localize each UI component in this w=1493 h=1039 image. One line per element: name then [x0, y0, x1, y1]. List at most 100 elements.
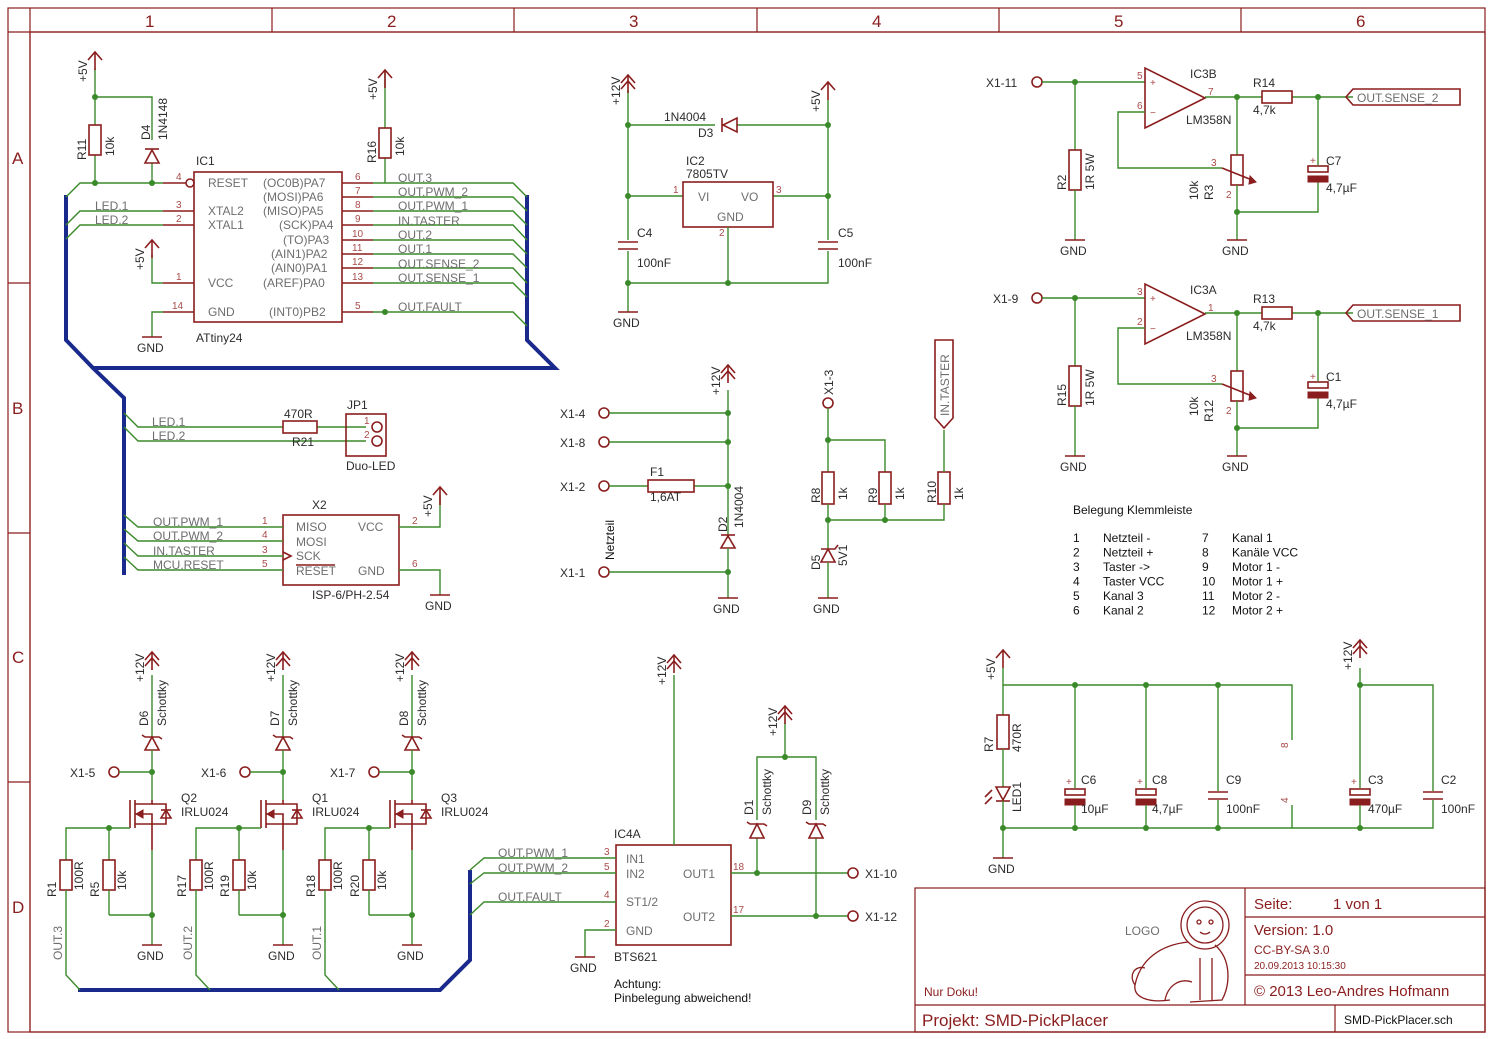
f1-name: F1	[650, 465, 664, 479]
r21-name: R21	[292, 435, 314, 449]
ic1-value: ATtiny24	[196, 331, 243, 345]
terminal-x1-10: X1-10	[865, 867, 897, 881]
ic1-net-wires: OUT.3 OUT.PWM_2 OUT.PWM_1 IN.TASTER OUT.…	[65, 171, 528, 337]
svg-text:7: 7	[355, 186, 361, 197]
svg-text:+: +	[1137, 777, 1143, 788]
terminal-table-cell: 11	[1202, 589, 1215, 603]
supply-5v-icon: +5V	[133, 238, 160, 270]
svg-text:8: 8	[1280, 742, 1291, 748]
net-in-taster: IN.TASTER	[398, 214, 460, 228]
svg-text:2: 2	[1137, 317, 1143, 328]
svg-text:3: 3	[1211, 158, 1217, 169]
d9-name: D9	[800, 799, 814, 815]
terminal-x1-4: X1-4	[560, 407, 586, 421]
d4-value: 1N4148	[156, 98, 170, 140]
svg-text:GND: GND	[626, 924, 653, 938]
r1-name: R1	[45, 881, 59, 897]
svg-text:−: −	[1150, 324, 1156, 335]
svg-text:3: 3	[1211, 374, 1217, 385]
svg-text:1: 1	[1208, 303, 1214, 314]
ic2-value: 7805TV	[686, 167, 728, 181]
d1-name: D1	[742, 799, 756, 815]
netzteil-label: Netzteil	[603, 520, 617, 560]
svg-text:VI: VI	[698, 190, 709, 204]
supply-12v-icon: +12V	[609, 73, 636, 105]
terminal-table-cell: Kanäle VCC	[1232, 546, 1298, 560]
svg-text:3: 3	[1137, 287, 1143, 298]
svg-text:GND: GND	[397, 949, 424, 963]
terminal-table-cell: Motor 2 +	[1232, 604, 1283, 618]
svg-text:4: 4	[262, 530, 268, 541]
ic4a-value: BTS621	[614, 950, 658, 964]
ic3a-name: IC3A	[1190, 283, 1217, 297]
terminal-table-cell: Netzteil -	[1103, 531, 1150, 545]
terminal-table-cell: 5	[1073, 589, 1080, 603]
svg-text:+12V: +12V	[609, 77, 623, 105]
terminal-table-cell: Motor 2 -	[1232, 589, 1280, 603]
svg-text:MISO: MISO	[296, 520, 327, 534]
supply-5v-icon: +5V	[421, 485, 448, 517]
svg-text:GND: GND	[268, 949, 295, 963]
svg-text:IN1: IN1	[626, 852, 645, 866]
r15-value: 1R 5W	[1083, 369, 1097, 406]
svg-text:GND: GND	[813, 602, 840, 616]
x2-isp-header: X2 ISP-6/PH-2.54 MISO MOSI SCK RESET VCC…	[123, 495, 441, 602]
title-project: Projekt: SMD-PickPlacer	[922, 1011, 1108, 1030]
terminal-table-cell: 12	[1202, 604, 1216, 618]
r20-name: R20	[348, 875, 362, 897]
c1-name: C1	[1326, 370, 1342, 384]
terminal-table-cell: Kanal 1	[1232, 531, 1273, 545]
svg-text:+12V: +12V	[393, 654, 407, 682]
title-block: Seite: 1 von 1 Version: 1.0 CC-BY-SA 3.0…	[914, 887, 1486, 1033]
svg-text:4: 4	[1280, 797, 1291, 803]
net-out-sense2: OUT.SENSE_2	[398, 257, 480, 271]
net-out-fault: OUT.FAULT	[398, 300, 462, 314]
svg-text:6: 6	[355, 172, 361, 183]
net-led2-b: LED.2	[152, 429, 186, 443]
net-isp-pwm2: OUT.PWM_2	[153, 529, 223, 543]
ic4a-bts621: IC4A BTS621 IN1 IN2 ST1/2 GND OUT1 OUT2 …	[469, 675, 897, 1005]
r15-name: R15	[1055, 384, 1069, 406]
svg-text:+5V: +5V	[133, 248, 147, 270]
terminal-table-cell: Motor 1 -	[1232, 560, 1280, 574]
svg-text:VO: VO	[741, 190, 758, 204]
svg-text:SCK: SCK	[296, 549, 321, 563]
c7-value: 4,7µF	[1326, 181, 1357, 195]
svg-text:5: 5	[355, 301, 361, 312]
svg-text:RESET: RESET	[208, 176, 249, 190]
d3-name: D3	[698, 126, 714, 140]
svg-text:+: +	[1150, 294, 1156, 305]
ground-icon: GND	[613, 311, 640, 330]
grid-row-c: C	[12, 648, 24, 667]
net-out-pwm1: OUT.PWM_1	[398, 199, 468, 213]
svg-text:6: 6	[412, 559, 418, 570]
svg-text:3: 3	[176, 200, 182, 211]
svg-text:GND: GND	[717, 210, 744, 224]
svg-text:7: 7	[1208, 87, 1214, 98]
netzteil-terminals: X1-4 X1-8 X1-2 X1-1 F1 1,6AT D2 1N4004 N…	[560, 390, 746, 598]
supply-12v-icon: +12V	[264, 650, 291, 682]
c3-value: 470µF	[1368, 802, 1402, 816]
r1-value: 100R	[72, 861, 86, 890]
q1-value: IRLU024	[312, 805, 360, 819]
r14-name: R14	[1253, 76, 1275, 90]
ground-icon: GND	[988, 857, 1015, 876]
svg-text:+5V: +5V	[809, 90, 823, 112]
supply-12v-icon: +12V	[766, 704, 793, 736]
svg-text:+5V: +5V	[366, 78, 380, 100]
c1-value: 4,7µF	[1326, 397, 1357, 411]
svg-text:2: 2	[604, 919, 610, 930]
svg-text:+12V: +12V	[655, 657, 669, 685]
title-page-label: Seite:	[1254, 896, 1292, 913]
svg-text:6: 6	[1137, 101, 1143, 112]
terminal-table-cell: Netzteil +	[1103, 546, 1153, 560]
svg-text:GND: GND	[137, 949, 164, 963]
supply-12v-icon: +12V	[133, 650, 160, 682]
terminal-table-cell: Motor 1 +	[1232, 575, 1283, 589]
r8-name: R8	[809, 487, 823, 503]
ground-icon: GND	[570, 956, 597, 975]
warning-line2: Pinbelegung abweichend!	[614, 991, 751, 1005]
title-page-value: 1 von 1	[1333, 896, 1382, 913]
terminal-x1-8: X1-8	[560, 436, 586, 450]
